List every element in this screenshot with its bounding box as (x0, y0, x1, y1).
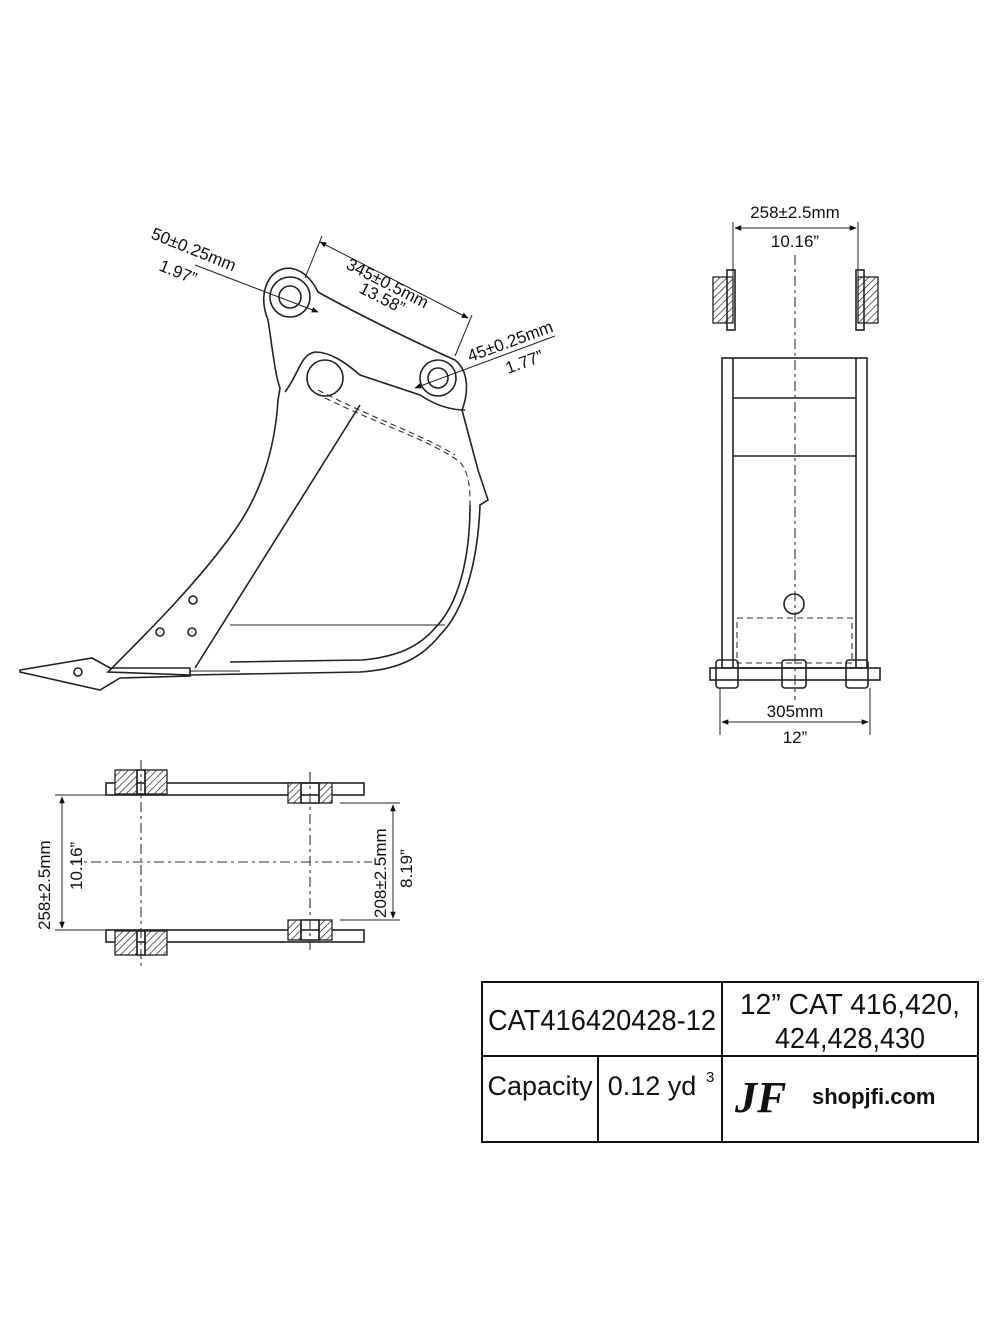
top-outer-width-dim-in: 10.16” (67, 841, 86, 890)
boss-circle (306, 359, 344, 397)
bolt-hole (188, 595, 198, 605)
pin1-outer (269, 276, 311, 318)
pin-boss-plate (284, 351, 466, 411)
top-inner-width-dim: 208±2.5mm (371, 828, 390, 918)
pin2-outer (419, 359, 457, 397)
title-block: CAT416420428-12 12” CAT 416,420, 424,428… (481, 981, 979, 1143)
bucket-hidden-edge (324, 397, 471, 506)
bucket-shell-outline (106, 267, 489, 676)
website-label: shopjfi.com (812, 1084, 935, 1109)
front-bottom-width-dim-in: 12” (783, 728, 808, 747)
side-view: 345±0.5mm 13.58” 50±0.25mm 1.97” 45±0.25… (19, 224, 556, 691)
model-line-2: 424,428,430 (775, 1023, 925, 1055)
front-view: 258±2.5mm 10.16” 305mm 12” (709, 203, 881, 747)
front-tooth-right (845, 659, 869, 689)
bolt-hole (187, 627, 197, 637)
top-boss-tl (114, 769, 138, 795)
front-hole (783, 593, 805, 615)
top-boss-br (287, 919, 302, 941)
front-top-width-dim: 258±2.5mm (750, 203, 840, 222)
top-inner-width-dim-in: 8.19” (397, 849, 416, 888)
front-tooth-center (781, 659, 807, 689)
part-number: CAT416420428-12 (488, 1005, 716, 1037)
jf-logo-mark: JF (734, 1073, 786, 1122)
bucket-inner-contour (229, 504, 471, 663)
bolt-hole (155, 627, 165, 637)
front-top-width-dim-in: 10.16” (771, 232, 820, 251)
capacity-unit-exponent: 3 (706, 1069, 714, 1086)
model-line-1: 12” CAT 416,420, (740, 989, 960, 1021)
front-top-boss-right (857, 276, 879, 324)
capacity-label: Capacity (487, 1071, 593, 1101)
front-tooth-left (715, 659, 739, 689)
top-outer-width-dim: 258±2.5mm (35, 840, 54, 930)
pin2-inner (427, 367, 449, 389)
ripper-tooth (19, 657, 191, 691)
pin1-dia-dim-in: 1.97” (157, 256, 200, 288)
top-boss-bl (114, 930, 138, 956)
front-top-boss-left (712, 276, 734, 324)
capacity-value: 0.12 yd (608, 1071, 697, 1101)
top-view: 258±2.5mm 10.16” 208±2.5mm 8.19” (35, 760, 416, 968)
top-boss-tr (287, 782, 302, 804)
front-bottom-width-dim: 305mm (767, 702, 824, 721)
